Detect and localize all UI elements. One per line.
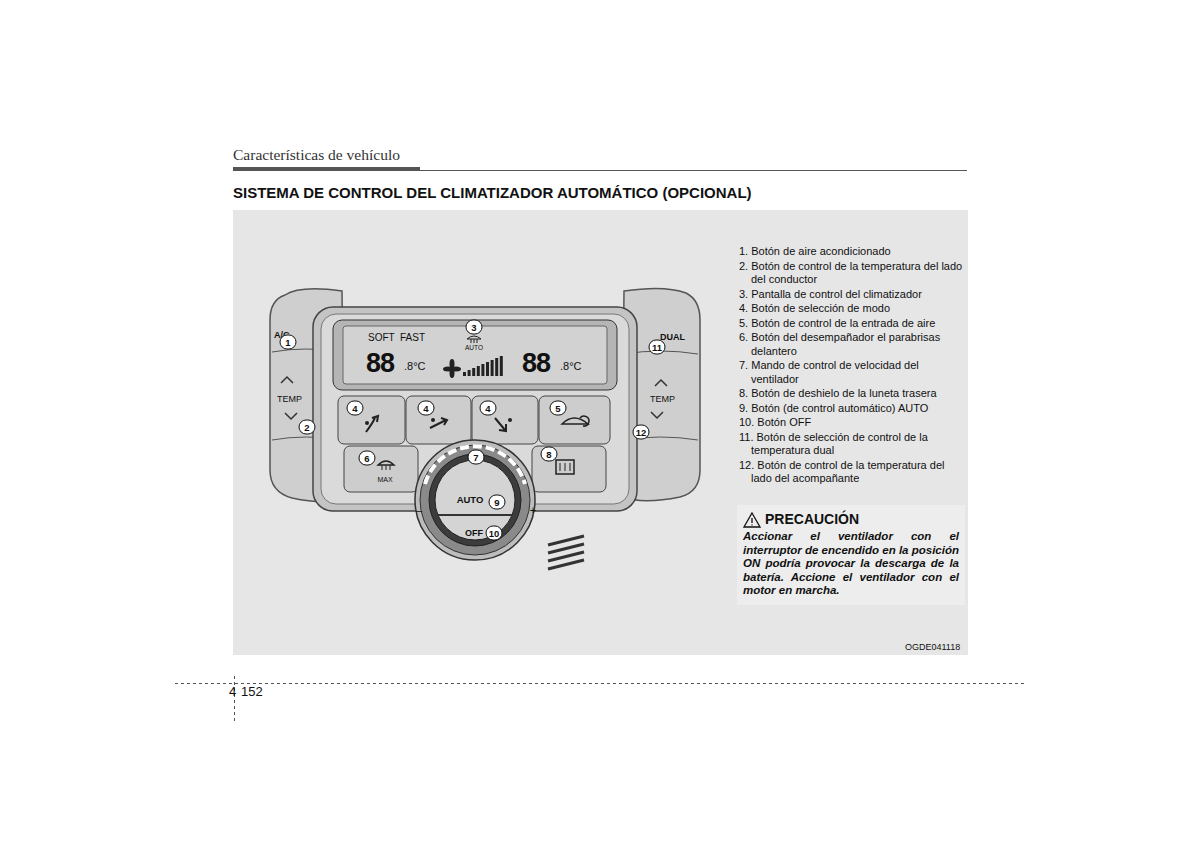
callout-number: 9 — [489, 495, 506, 510]
display-text: 88 — [366, 350, 394, 377]
callout-number: 4 — [480, 401, 497, 416]
caution-box: PRECAUCIÓN Accionar el ventilador con el … — [737, 505, 965, 605]
button-label: + — [530, 504, 536, 517]
legend-item: 11. Botón de selección de control de la … — [739, 431, 967, 458]
callout-number: 8 — [541, 447, 558, 462]
legend-item: 4. Botón de selección de modo — [739, 302, 967, 316]
callout-number: 6 — [359, 451, 376, 466]
callout-number: 1 — [280, 335, 297, 350]
page-note: OGDE041118 — [905, 642, 960, 652]
button-label: AUTO — [457, 495, 484, 506]
button-label: MAX — [377, 476, 392, 484]
display-text: .8°C — [560, 360, 582, 373]
display-text: SOFT — [368, 332, 395, 344]
legend-item: 7. Mando de control de velocidad del ven… — [739, 359, 967, 386]
callout-number: 12 — [633, 425, 650, 440]
button-label: TEMP — [277, 394, 302, 404]
page-note: 4 — [229, 685, 236, 700]
callout-number: 2 — [299, 420, 316, 435]
button-label: TEMP — [650, 394, 675, 404]
callout-number: 7 — [468, 450, 485, 465]
legend-item: 3. Pantalla de control del climatizador — [739, 288, 967, 302]
display-text: 88 — [522, 350, 550, 377]
page-note: 152 — [241, 685, 263, 700]
caution-heading: PRECAUCIÓN — [743, 511, 959, 527]
callout-number: 4 — [418, 401, 435, 416]
legend-item: 1. Botón de aire acondicionado — [739, 245, 967, 259]
legend-item: 9. Botón (de control automático) AUTO — [739, 402, 967, 416]
display-text: AUTO — [465, 344, 483, 351]
callout-number: 4 — [347, 401, 364, 416]
callout-number: 10 — [486, 526, 503, 541]
button-label: – — [416, 504, 422, 517]
legend-item: 12. Botón de control de la temperatura d… — [739, 459, 967, 486]
legend-list: 1. Botón de aire acondicionado2. Botón d… — [739, 245, 967, 487]
warning-triangle — [743, 512, 761, 528]
page-title: SISTEMA DE CONTROL DEL CLIMATIZADOR AUTO… — [233, 184, 752, 201]
display-text: FAST — [400, 332, 425, 344]
callout-number: 11 — [649, 340, 666, 355]
legend-item: 8. Botón de deshielo de la luneta traser… — [739, 387, 967, 401]
legend-item: 2. Botón de control de la temperatura de… — [739, 260, 967, 287]
legend-item: 6. Botón del desempañador el parabrisas … — [739, 331, 967, 358]
callout-number: 3 — [466, 320, 483, 335]
section-header: Características de vehículo — [233, 146, 400, 164]
callout-number: 5 — [550, 401, 567, 416]
display-text: .8°C — [404, 360, 426, 373]
button-label: OFF — [465, 528, 483, 538]
legend-item: 5. Botón de control de la entrada de air… — [739, 317, 967, 331]
legend-item: 10. Botón OFF — [739, 416, 967, 430]
caution-body: Accionar el ventilador con el interrupto… — [743, 530, 959, 598]
button-label: DUAL — [660, 332, 685, 342]
